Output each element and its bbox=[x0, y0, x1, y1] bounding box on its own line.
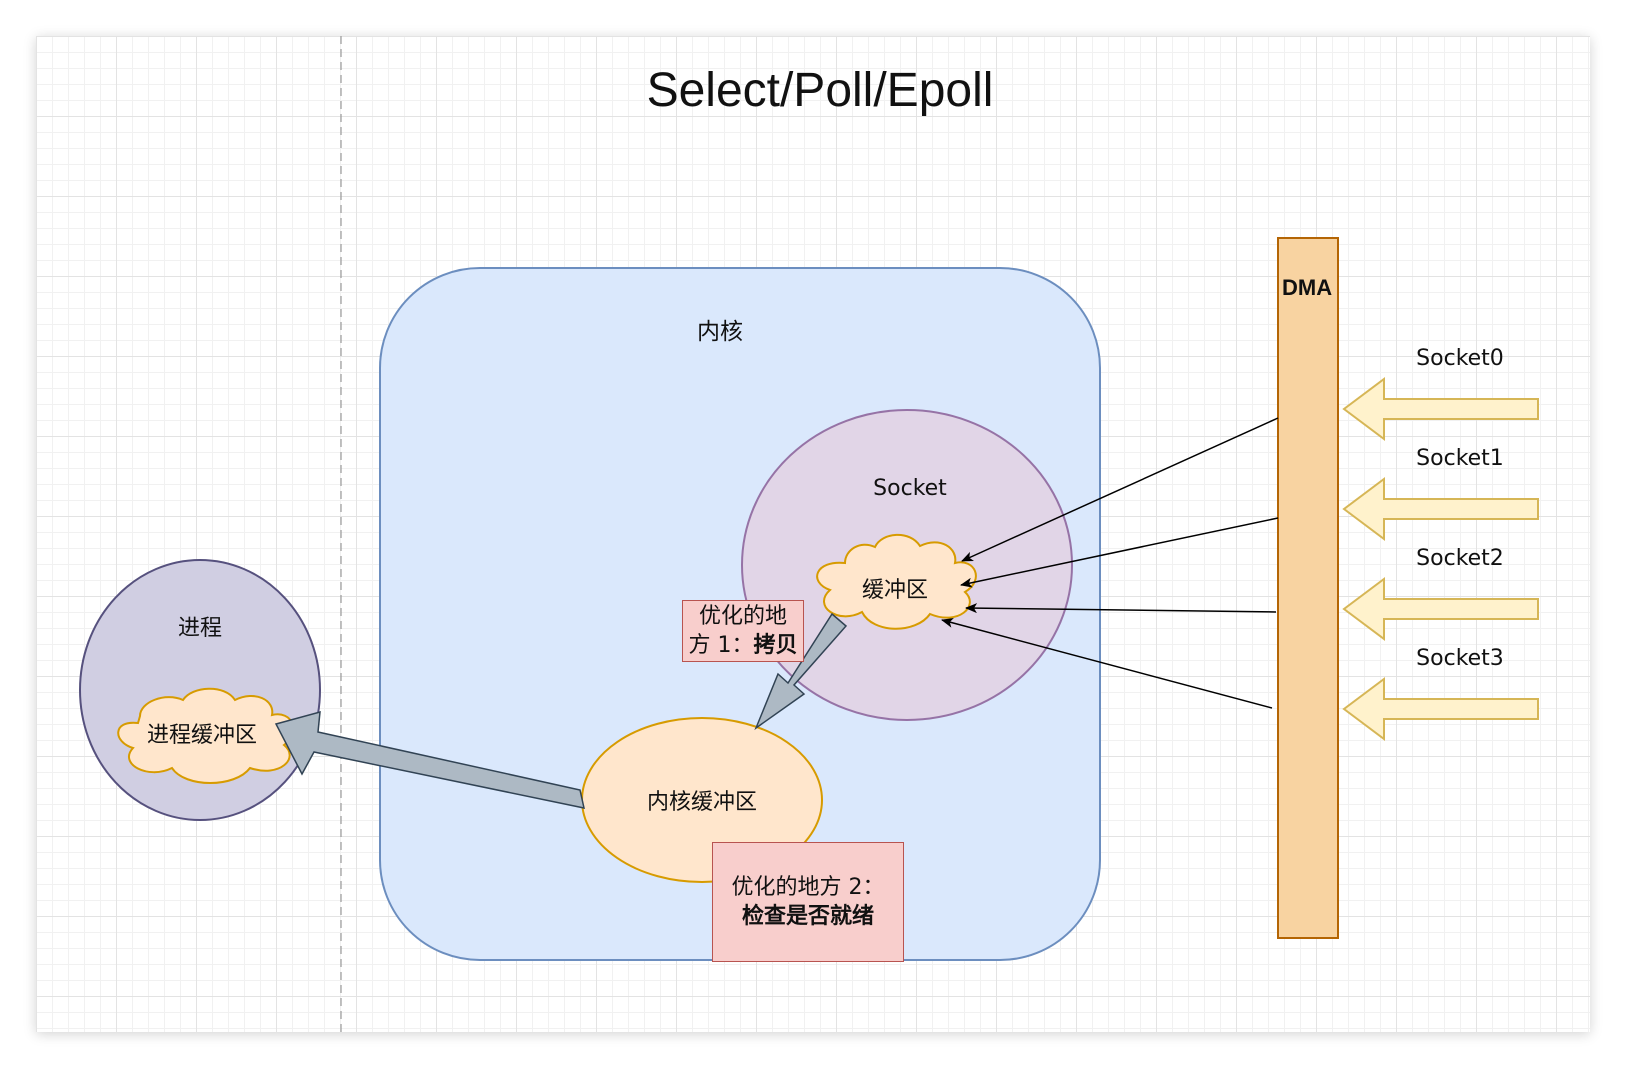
socket-input-label-3: Socket3 bbox=[1416, 645, 1504, 671]
optimization-note-1-prefix: 方 1： bbox=[688, 633, 754, 658]
socket-buffer-cloud[interactable] bbox=[816, 533, 977, 630]
socket-input-label-0: Socket0 bbox=[1416, 345, 1504, 371]
dma-arrow-2 bbox=[965, 603, 1277, 614]
kernel-label: 内核 bbox=[697, 319, 743, 345]
optimization-note-1-line2: 方 1：拷贝 bbox=[688, 631, 797, 660]
socket-input-label-1: Socket1 bbox=[1416, 445, 1504, 471]
copy-arrow-socket-to-kernel bbox=[754, 612, 848, 731]
optimization-note-2-line1: 优化的地方 2： bbox=[731, 875, 885, 900]
process-buffer-label: 进程缓冲区 bbox=[146, 723, 257, 748]
dma-arrow-0 bbox=[961, 417, 1279, 562]
input-arrow-1 bbox=[1342, 477, 1539, 541]
copy-arrow-kernel-to-process bbox=[274, 710, 585, 809]
optimization-note-1-line1: 优化的地 bbox=[698, 604, 787, 629]
process-buffer-cloud[interactable] bbox=[117, 687, 295, 784]
optimization-note-2-bold: 检查是否就绪 bbox=[741, 904, 874, 929]
optimization-note-1-bold: 拷贝 bbox=[753, 633, 798, 658]
dma-arrow-3 bbox=[941, 618, 1273, 709]
process-label: 进程 bbox=[177, 616, 222, 641]
input-arrow-2 bbox=[1342, 577, 1539, 641]
optimization-note-2[interactable]: 优化的地方 2： 检查是否就绪 bbox=[712, 842, 904, 962]
socket-input-label-2: Socket2 bbox=[1416, 545, 1504, 571]
input-arrow-0 bbox=[1342, 377, 1539, 441]
diagram-title: Select/Poll/Epoll bbox=[646, 63, 994, 117]
socket-buffer-label: 缓冲区 bbox=[861, 578, 928, 603]
dma-label: DMA bbox=[1282, 275, 1333, 300]
input-arrow-3 bbox=[1342, 677, 1539, 741]
dma-bar[interactable] bbox=[1277, 237, 1339, 939]
optimization-note-1[interactable]: 优化的地 方 1：拷贝 bbox=[682, 600, 804, 662]
socket-label: Socket bbox=[873, 475, 947, 501]
kernel-buffer-label: 内核缓冲区 bbox=[646, 790, 757, 815]
dma-arrow-1 bbox=[960, 517, 1279, 588]
